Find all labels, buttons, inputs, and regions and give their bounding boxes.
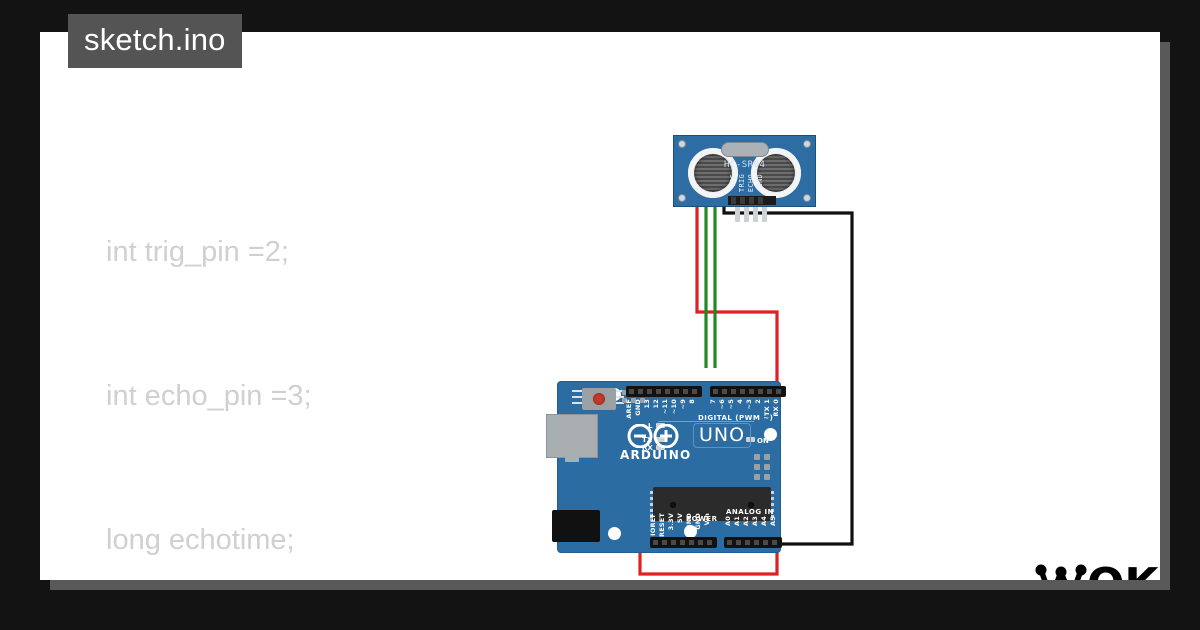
led-label-tx: TX <box>642 436 653 444</box>
pin-label-a1: A1 <box>733 516 741 526</box>
pin-label-gnd: GND <box>634 399 642 416</box>
pin-label-5: ~5 <box>727 399 735 410</box>
led-rx-icon <box>656 445 665 450</box>
uno-model-label: UNO <box>693 423 752 448</box>
regulator-legs-icon <box>616 390 624 408</box>
hc-sr04-sensor[interactable]: HC-SR04 VCC TRIG ECHO GND <box>673 135 816 207</box>
analog-header[interactable] <box>724 537 782 548</box>
sensor-pin-leg <box>753 204 758 222</box>
pin-label-2: 2 <box>754 399 762 404</box>
sensor-pin-label-trig: TRIG <box>738 174 746 193</box>
regulator-legs-icon <box>572 390 582 408</box>
pin-label-11: ~11 <box>661 399 669 415</box>
screw-hole-icon <box>803 194 811 202</box>
screw-hole-icon <box>678 140 686 148</box>
code-line: int trig_pin =2; <box>106 236 289 268</box>
code-line: int echo_pin =3; <box>106 380 312 412</box>
pin-label-13: 13 <box>643 399 651 409</box>
power-header-label: POWER <box>686 515 718 523</box>
sensor-pin-labels: VCC TRIG ECHO GND <box>729 174 774 198</box>
pin-label-a2: A2 <box>742 516 750 526</box>
pin-label-a0: A0 <box>724 516 732 526</box>
mount-hole-icon <box>608 527 621 540</box>
pin-label-8: 8 <box>688 399 696 404</box>
silkscreen-line <box>658 421 754 422</box>
code-editor[interactable]: int trig_pin =2; int echo_pin =3; long e… <box>106 132 666 580</box>
pin-label-a3: A3 <box>751 516 759 526</box>
chip-marker-icon <box>748 502 754 508</box>
pin-label-4: 4 <box>736 399 744 404</box>
analog-header-label: ANALOG IN <box>726 508 775 516</box>
led-label-on: ON <box>757 437 769 445</box>
pin-label-ioref: IOREF <box>649 513 657 536</box>
pin-label-9: ~9 <box>679 399 687 410</box>
arduino-wordmark: ARDUINO <box>620 448 692 462</box>
digital-header-left[interactable] <box>626 386 702 397</box>
led-label-l: L <box>648 422 653 430</box>
sensor-part-label: HC-SR04 <box>724 160 766 170</box>
svg-text:OKW: OKW <box>1087 559 1160 580</box>
digital-header-label: DIGITAL (PWM ~) <box>698 414 774 422</box>
power-jack-icon <box>552 510 600 542</box>
pin-label-a5: A5 <box>769 516 777 526</box>
screw-hole-icon <box>803 140 811 148</box>
pin-label-3v3: 3.3V <box>667 513 675 531</box>
arduino-uno-board[interactable]: AREF GND 13 12 ~11 ~10 ~9 8 7 ~6 ~5 4 ~3… <box>546 382 786 552</box>
led-label-rx: RX <box>642 444 653 452</box>
mount-hole-icon <box>764 428 777 441</box>
pin-label-10: ~10 <box>670 399 678 415</box>
crystal-oscillator-icon <box>721 142 769 157</box>
code-line: long echotime; <box>106 524 295 556</box>
pin-label-6: ~6 <box>718 399 726 410</box>
file-tab[interactable]: sketch.ino <box>68 14 242 68</box>
arduino-infinity-logo <box>627 424 679 448</box>
pin-label-rx0: RX 0 <box>772 399 780 417</box>
power-header[interactable] <box>650 537 717 548</box>
pin-label-a4: A4 <box>760 516 768 526</box>
mount-hole-icon <box>684 525 697 538</box>
voltage-regulator-icon <box>582 388 616 410</box>
pin-label-aref: AREF <box>625 399 633 419</box>
sensor-pin-label-vcc: VCC <box>729 174 737 188</box>
digital-header-right[interactable] <box>710 386 786 397</box>
screw-hole-icon <box>678 194 686 202</box>
sensor-pin-leg <box>735 204 740 222</box>
pin-label-5v: 5V <box>676 513 684 523</box>
pin-label-3: ~3 <box>745 399 753 410</box>
led-tx-icon <box>656 437 665 442</box>
sensor-pin-leg <box>744 204 749 222</box>
chip-marker-icon <box>670 502 676 508</box>
icsp-header-icon <box>754 454 776 484</box>
sensor-pin-label-echo: ECHO <box>747 174 755 193</box>
pin-label-7: 7 <box>709 399 717 404</box>
editor-diagram-card: int trig_pin =2; int echo_pin =3; long e… <box>40 32 1160 580</box>
pin-label-12: 12 <box>652 399 660 409</box>
wokwi-logo: OKW i <box>1035 559 1160 580</box>
sensor-pin-header[interactable] <box>728 196 776 205</box>
pin-label-reset: RESET <box>658 513 666 538</box>
usb-connector-icon <box>546 414 598 462</box>
sensor-pin-label-gnd: GND <box>756 174 764 188</box>
sensor-pin-leg <box>762 204 767 222</box>
